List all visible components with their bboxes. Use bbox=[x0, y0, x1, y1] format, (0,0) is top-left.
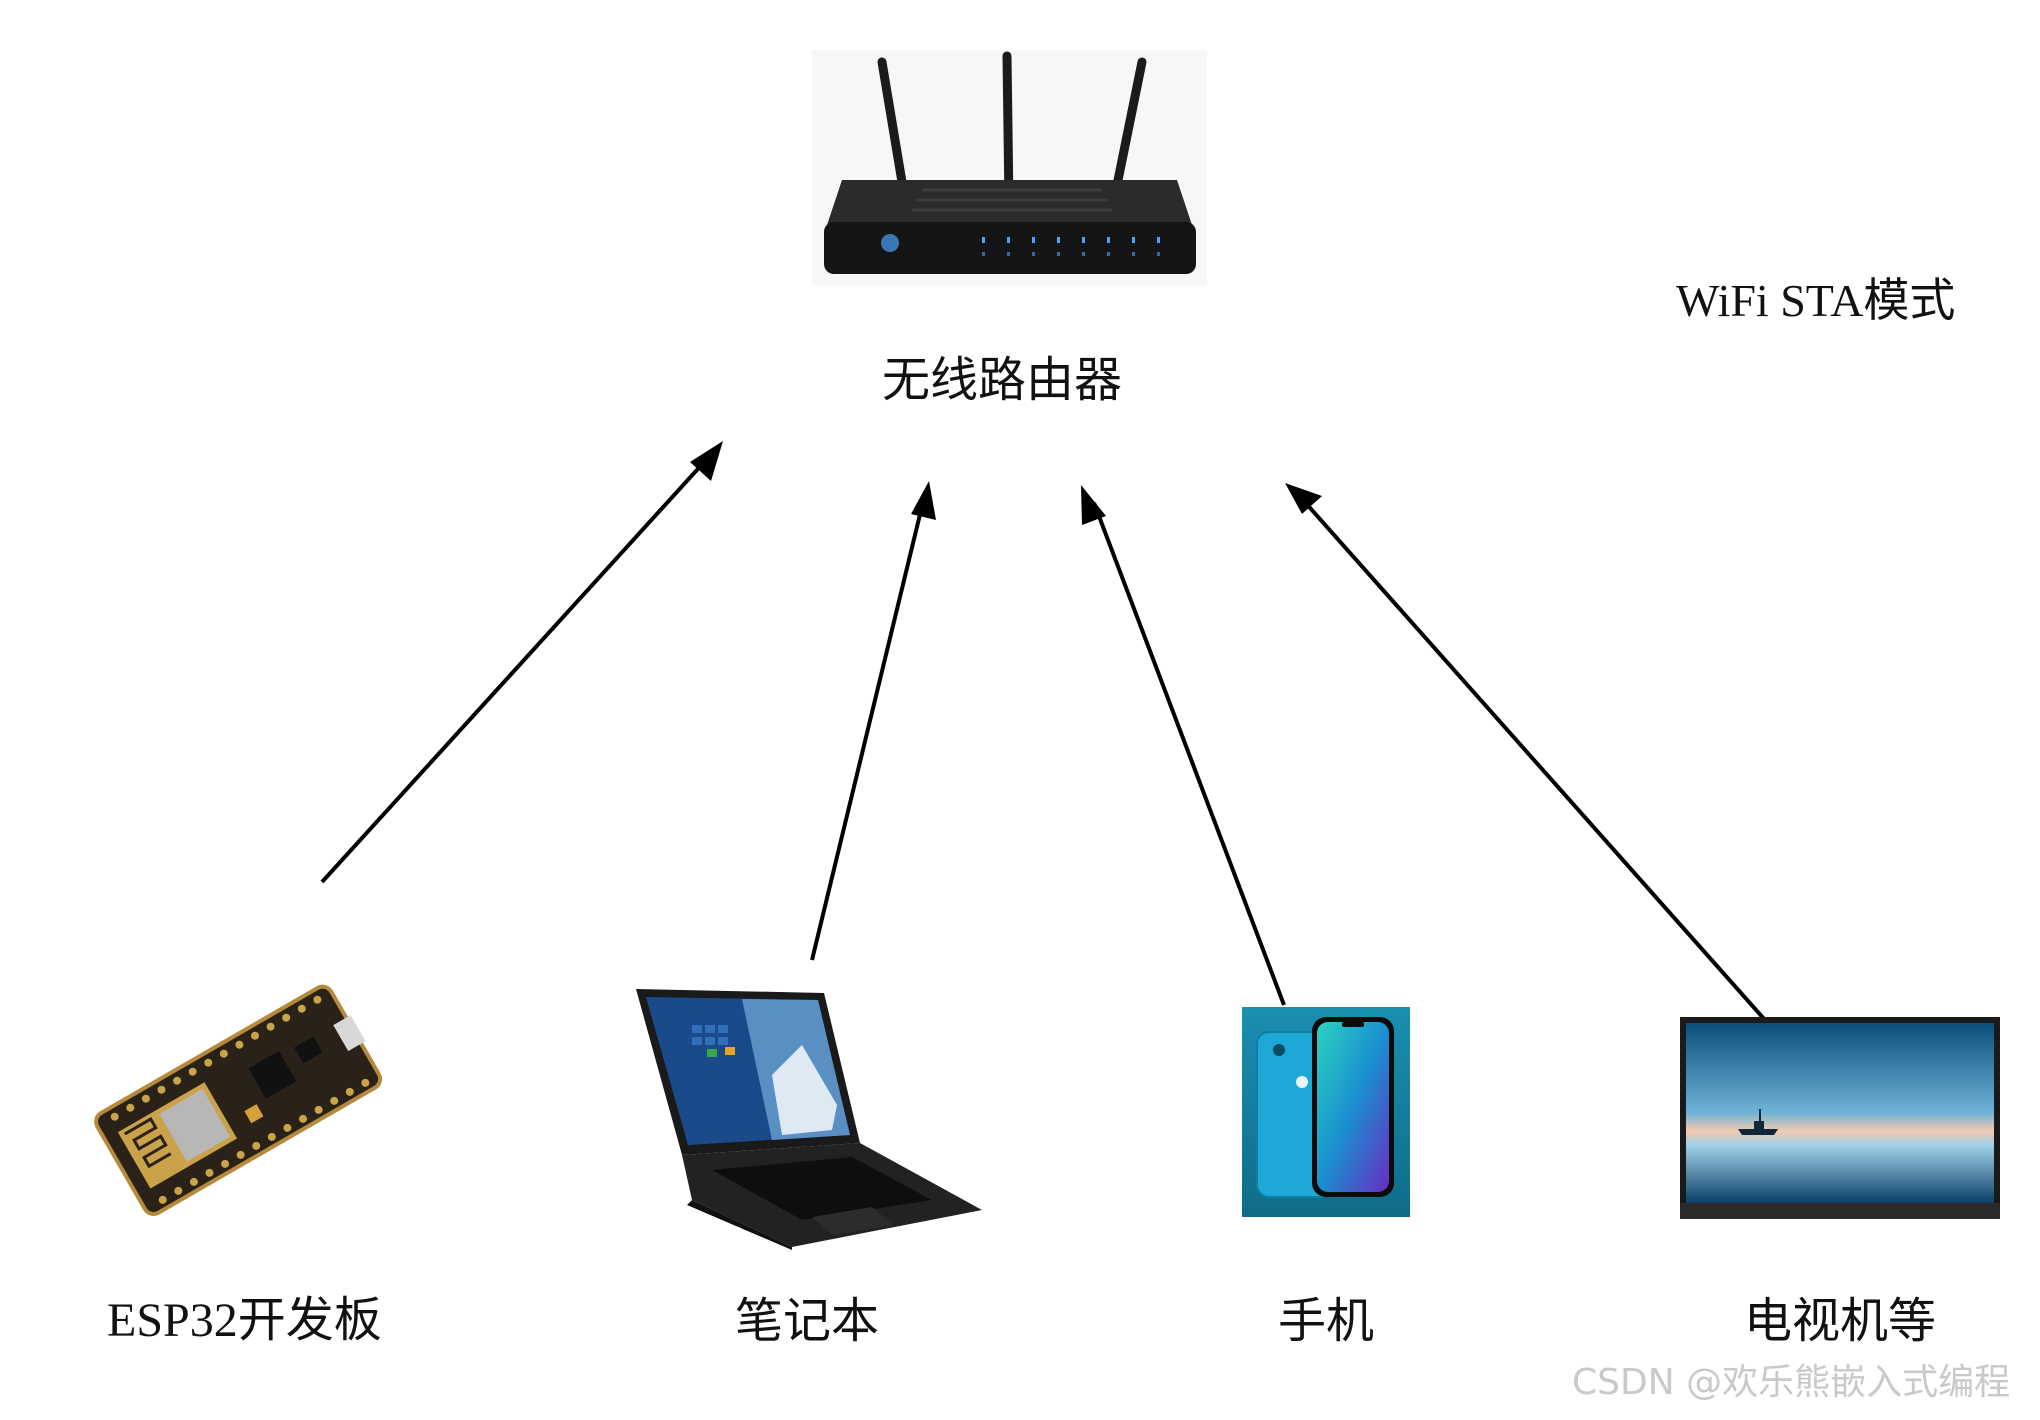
device-label-phone: 手机 bbox=[1278, 1293, 1375, 1349]
arrow-phone bbox=[1092, 502, 1286, 1006]
arrowhead-tv bbox=[1285, 483, 1322, 514]
esp32-board-icon bbox=[94, 984, 383, 1216]
device-label-tv: 电视机等 bbox=[1744, 1293, 1937, 1349]
mode-label: WiFi STA模式 bbox=[1676, 275, 1956, 326]
watermark: CSDN @欢乐熊嵌入式编程 bbox=[1572, 1362, 2011, 1403]
laptop-icon bbox=[636, 989, 982, 1250]
router-label: 无线路由器 bbox=[882, 352, 1123, 408]
tv-icon bbox=[1680, 1017, 2000, 1219]
arrowhead-laptop bbox=[911, 481, 936, 520]
device-label-esp32: ESP32开发板 bbox=[107, 1294, 382, 1347]
arrowhead-esp32 bbox=[690, 441, 723, 481]
device-label-laptop: 笔记本 bbox=[735, 1293, 880, 1349]
router-icon bbox=[812, 50, 1207, 285]
arrow-laptop bbox=[810, 501, 925, 961]
smartphone-icon bbox=[1242, 1007, 1410, 1217]
arrow-tv bbox=[1301, 498, 1767, 1022]
arrowhead-phone bbox=[1081, 485, 1106, 525]
arrow-esp32 bbox=[320, 458, 708, 884]
